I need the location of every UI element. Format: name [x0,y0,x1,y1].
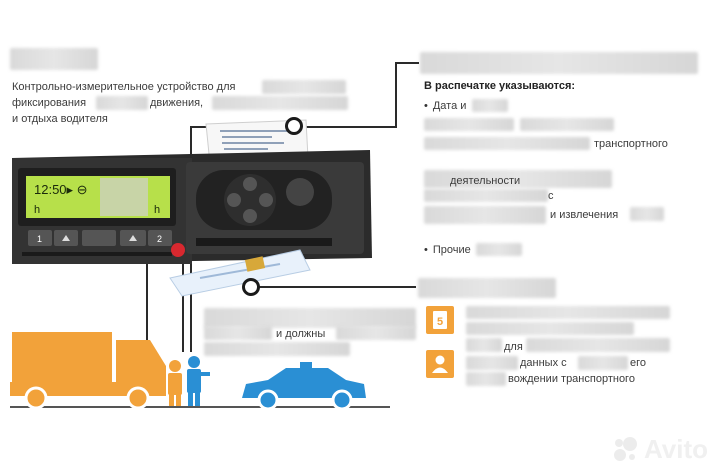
display-line2-left: h [34,204,40,216]
card-row2-redacted-4 [578,356,628,370]
printout-redacted-2 [424,118,514,131]
middle-caption-text: и должны [276,328,326,340]
printout-redacted-8 [630,207,664,221]
button-2-label: 2 [157,234,162,244]
card-slot [196,238,332,246]
person-orange-icon [168,360,182,406]
left-caption-redacted-1 [262,80,346,94]
card-person-icon [426,350,454,378]
card-row2-redacted-2 [526,338,670,352]
ground-line [10,406,390,408]
ok-button [286,178,314,206]
printout-redacted-7 [424,206,546,224]
printout-item-activity: деятельности [450,175,521,187]
display-line2-right: h [154,204,160,216]
middle-caption-redacted-2 [204,326,272,340]
card-row2-line2b: его [630,357,647,369]
card-five-icon: 5 [426,306,454,334]
person-blue-icon [187,356,210,406]
driver-card [169,249,311,297]
right-title-redacted [420,52,698,74]
printout-redacted-6 [424,189,548,202]
printout-item-other: Прочие [424,243,471,258]
printout-item-extract: и извлечения [550,209,619,221]
printout-redacted-9 [476,243,522,256]
display-line1: 12:50▸ ⊖ [34,182,88,197]
avito-watermark: Avito [610,432,708,466]
nav-down-button [243,209,257,223]
card-title-redacted [418,278,556,298]
connector-right-top [395,62,419,64]
left-caption-line3: и отдыха водителя [12,113,108,125]
button-2 [148,230,172,246]
printout-item-transport: транспортного [594,138,668,150]
tachograph-device: 12:50▸ ⊖ h h 1 2 [12,119,372,297]
connector-card-h [258,286,416,288]
printout-redacted-4 [424,137,590,150]
printout-item-activity2: с [548,190,554,202]
bottom-illustration [10,332,390,411]
button-1 [28,230,52,246]
nav-up-button [243,177,257,191]
card-row2-redacted-1 [466,338,502,352]
nav-left-button [227,193,241,207]
left-title-redacted [10,48,98,70]
left-caption-redacted-3 [212,96,348,110]
middle-caption-redacted-1 [204,308,416,328]
card-row2-line2a: данных с [520,357,567,369]
car-icon [242,362,366,411]
printout-item-date: Дата и [424,99,467,114]
connector-right-h [300,126,396,128]
card-row1-redacted-1 [466,306,670,319]
left-caption-line2a: фиксирования [12,97,87,109]
middle-caption-redacted-3 [336,326,416,340]
ring-printout [285,117,303,135]
button-1-label: 1 [37,234,42,244]
truck-icon [10,332,166,410]
ring-card [242,278,260,296]
connector-right-v [395,62,397,128]
red-button [171,243,185,257]
card-row1-redacted-2 [466,322,634,335]
middle-caption-redacted-4 [204,342,350,356]
card-five-icon-label: 5 [437,316,443,328]
printout-redacted-1 [472,99,508,112]
printout-redacted-3 [520,118,614,131]
avito-watermark-text: Avito [644,433,709,464]
card-row2-redacted-3 [466,356,518,370]
card-row2-line1: для [504,341,523,353]
left-caption-line2b: движения, [150,97,204,109]
printout-redacted-5 [424,170,612,188]
avito-logo-icon [614,437,637,461]
connector-truck-v [146,250,148,348]
printout-title: В распечатке указываются: [424,80,576,92]
left-caption-redacted-2 [96,96,148,110]
left-caption-line1: Контрольно-измерительное устройство для [12,81,236,93]
nav-right-button [259,193,273,207]
card-row2-redacted-5 [466,372,506,386]
card-row2-line3: вождении транспортного [508,373,635,385]
